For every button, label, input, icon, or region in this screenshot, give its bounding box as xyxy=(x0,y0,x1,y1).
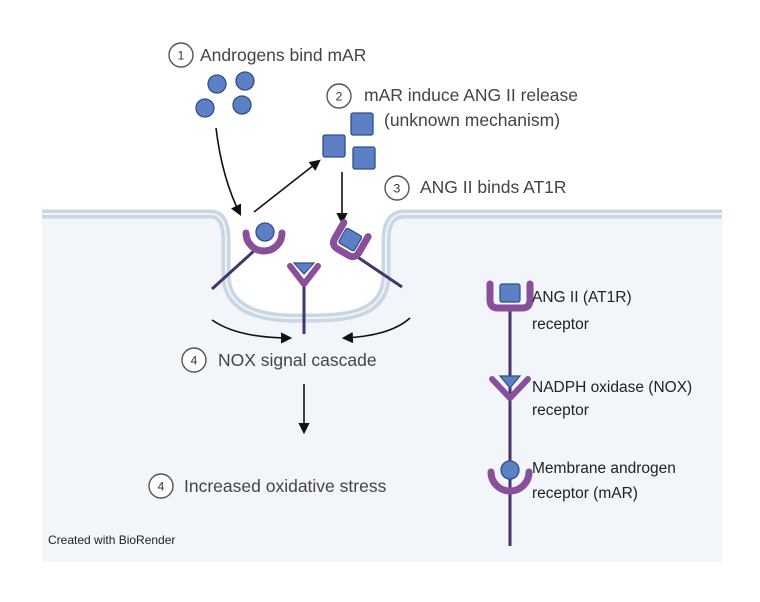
androgen-molecule xyxy=(207,74,227,94)
step-number: 3 xyxy=(394,182,401,196)
ang-ii-molecule xyxy=(352,146,376,170)
arrow-androgens-to-mar xyxy=(215,127,242,217)
legend-label-line2: receptor xyxy=(532,316,589,333)
step-label: Increased oxidative stress xyxy=(184,476,387,496)
step-number: 4 xyxy=(158,480,165,494)
step-2: 2 mAR induce ANG II release (unknown mec… xyxy=(326,83,578,130)
ang-ii-at1r-receptor-icon xyxy=(486,280,534,312)
legend-label-line2: receptor (mAR) xyxy=(532,485,638,502)
step-1: 1 Androgens bind mAR xyxy=(168,42,366,68)
step-label-line2: (unknown mechanism) xyxy=(384,110,560,130)
step-4-stress: 4 Increased oxidative stress xyxy=(148,473,387,499)
step-number: 2 xyxy=(336,90,343,104)
legend-label-line1: NADPH oxidase (NOX) xyxy=(532,379,692,396)
legend-label-line1: Membrane androgen xyxy=(532,460,676,477)
arrow-mar-to-ang-ii xyxy=(253,159,321,213)
ang-ii-molecule xyxy=(350,112,374,136)
step-number-badge xyxy=(168,42,194,68)
ang-ii-molecules xyxy=(322,112,376,170)
membrane-androgen-receptor-icon xyxy=(487,460,533,495)
mar-receptor xyxy=(210,222,286,291)
step-4-cascade: 4 NOX signal cascade xyxy=(181,347,377,373)
androgen-bound xyxy=(255,222,275,242)
receptor-cup xyxy=(329,219,372,261)
androgen-molecule xyxy=(235,71,255,91)
step-label: Androgens bind mAR xyxy=(200,45,366,65)
legend-label-line1: ANG II (AT1R) xyxy=(532,289,632,306)
androgen-molecule xyxy=(232,95,252,115)
ang-ii-molecule xyxy=(322,134,346,158)
androgen-molecules xyxy=(195,71,255,118)
nox-receptor xyxy=(287,262,321,334)
legend-label-line2: receptor xyxy=(532,402,589,419)
cytoplasm xyxy=(42,214,722,562)
ang-ii-bound xyxy=(338,227,363,252)
step-label-line1: mAR induce ANG II release xyxy=(364,85,578,105)
step-label: NOX signal cascade xyxy=(218,350,377,370)
step-number: 1 xyxy=(178,49,185,63)
nadph-oxidase-receptor-icon xyxy=(489,375,531,401)
step-3: 3 ANG II binds AT1R xyxy=(384,175,567,201)
nox-ligand xyxy=(292,262,316,275)
arrow-right-to-nox xyxy=(341,317,411,344)
step-number-badge xyxy=(148,473,174,499)
biorender-credit: Created with BioRender xyxy=(48,533,175,547)
receptor-stalk xyxy=(210,248,257,291)
step-number-badge xyxy=(181,347,207,373)
step-number-badge xyxy=(326,83,352,109)
receptor-stalk xyxy=(355,254,403,289)
step-label: ANG II binds AT1R xyxy=(420,177,567,197)
androgen-molecule xyxy=(195,98,215,118)
step-number: 4 xyxy=(191,354,198,368)
legend: ANG II (AT1R) receptor NADPH oxidase (NO… xyxy=(486,280,692,546)
arrow-left-to-nox xyxy=(211,319,293,344)
receptor-cup xyxy=(242,229,286,255)
at1r-receptor xyxy=(329,219,403,289)
step-number-badge xyxy=(384,175,410,201)
receptor-arms xyxy=(287,263,321,287)
